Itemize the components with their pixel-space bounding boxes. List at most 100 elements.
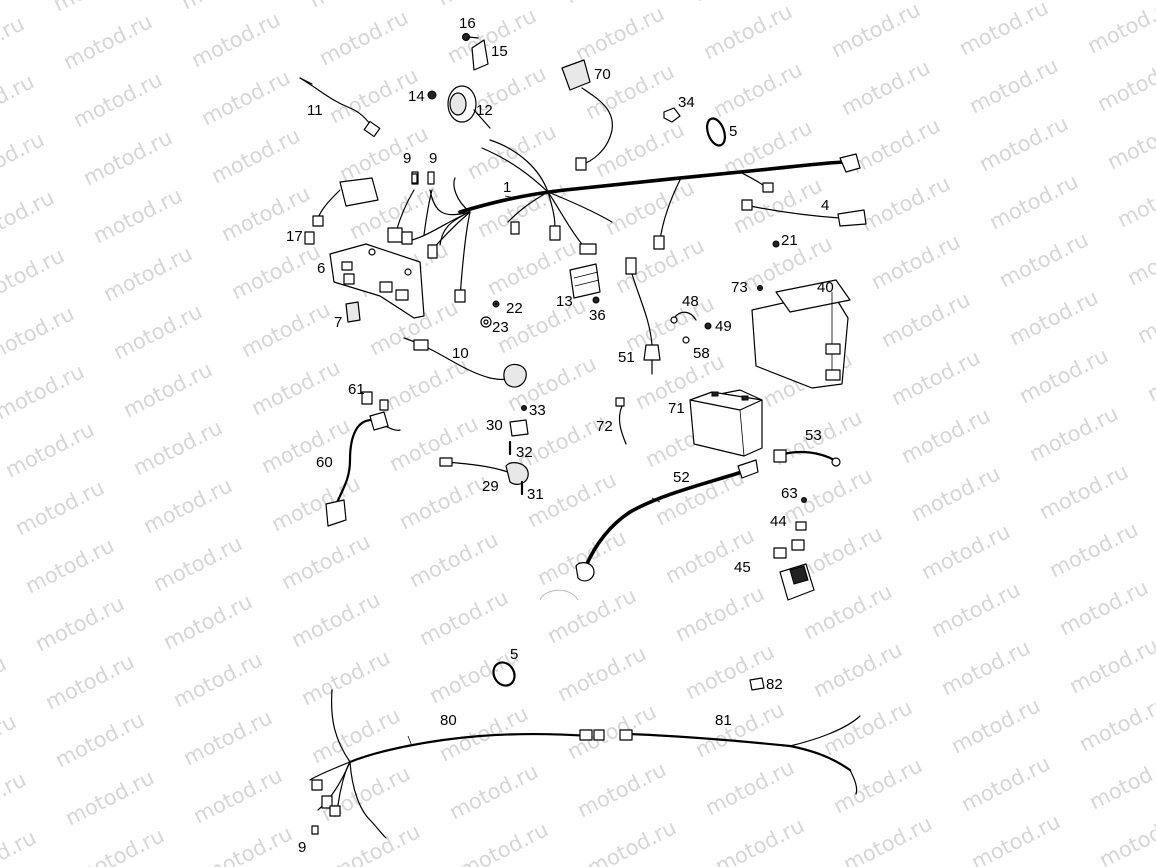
callout-31: 31 — [527, 486, 544, 503]
watermark-text: motod.ru — [1113, 167, 1156, 232]
part-21-screw — [772, 240, 780, 248]
watermark-text: motod.ru — [455, 817, 552, 867]
callout-7: 7 — [334, 314, 342, 331]
callout-23: 23 — [492, 319, 509, 336]
watermark-text: motod.ru — [837, 55, 934, 120]
watermark-text: motod.ru — [1005, 285, 1102, 350]
watermark-text: motod.ru — [0, 651, 10, 716]
part-40-battery-box — [751, 279, 851, 389]
watermark-text: motod.ru — [21, 533, 118, 598]
part-15-bracket — [471, 39, 489, 71]
callout-14: 14 — [408, 88, 425, 105]
watermark-text: motod.ru — [0, 185, 58, 250]
watermark-text: motod.ru — [79, 125, 176, 190]
watermark-text: motod.ru — [897, 403, 994, 468]
part-10-switch-lead — [403, 337, 527, 388]
callout-12: 12 — [476, 102, 493, 119]
callout-44: 44 — [770, 513, 787, 530]
watermark-text: motod.ru — [827, 0, 924, 62]
callout-45: 45 — [734, 559, 751, 576]
callout-53: 53 — [805, 427, 822, 444]
ignition-coil — [312, 177, 379, 227]
callout-9-bottom: 9 — [298, 839, 306, 856]
callout-4: 4 — [821, 197, 829, 214]
callout-9-left: 9 — [403, 150, 411, 167]
watermark-text: motod.ru — [189, 763, 286, 828]
callout-58: 58 — [693, 345, 710, 362]
watermark-text: motod.ru — [267, 471, 364, 536]
part-49-screw — [704, 322, 712, 330]
watermark-text: motod.ru — [563, 699, 660, 764]
callout-61: 61 — [348, 381, 365, 398]
callout-73: 73 — [731, 279, 748, 296]
watermark-text: motod.ru — [179, 705, 276, 770]
watermark-text: motod.ru — [0, 767, 30, 832]
watermark-text: motod.ru — [89, 183, 186, 248]
part-23-grommet — [480, 316, 492, 328]
callout-81: 81 — [715, 712, 732, 729]
part-4-lead — [741, 199, 867, 227]
callout-34: 34 — [678, 94, 695, 111]
watermark-text: motod.ru — [433, 0, 530, 10]
watermark-text: motod.ru — [1093, 51, 1156, 116]
watermark-text: motod.ru — [257, 413, 354, 478]
callout-82: 82 — [766, 676, 783, 693]
watermark-text: motod.ru — [583, 815, 680, 867]
watermark-text: motod.ru — [99, 241, 196, 306]
watermark-text: motod.ru — [395, 469, 492, 534]
part-48-lead — [670, 311, 697, 324]
watermark-text: motod.ru — [445, 759, 542, 824]
watermark-text: motod.ru — [1, 417, 98, 482]
watermark-text: motod.ru — [109, 299, 206, 364]
watermark-text: motod.ru — [31, 591, 128, 656]
watermark-text: motod.ru — [129, 415, 226, 480]
watermark-text: motod.ru — [1083, 0, 1156, 58]
watermark-text: motod.ru — [1025, 401, 1122, 466]
watermark-text: motod.ru — [0, 127, 48, 192]
watermark-text: motod.ru — [227, 239, 324, 304]
callout-60: 60 — [316, 454, 333, 471]
watermark-text: motod.ru — [877, 287, 974, 352]
callout-49: 49 — [715, 318, 732, 335]
callout-48: 48 — [682, 293, 699, 310]
watermark-text: motod.ru — [119, 357, 216, 422]
watermark-text: motod.ru — [711, 813, 808, 867]
part-58-washer — [682, 336, 690, 344]
part-29-switch-lead — [439, 457, 529, 485]
part-72-strap — [615, 397, 627, 445]
callout-30: 30 — [486, 417, 503, 434]
watermark-text: motod.ru — [937, 635, 1034, 700]
part-13-regulator — [569, 263, 601, 299]
watermark-text: motod.ru — [947, 693, 1044, 758]
watermark-text: motod.ru — [1015, 343, 1112, 408]
part-7-relay — [345, 301, 361, 323]
watermark-text: motod.ru — [985, 169, 1082, 234]
callout-63: 63 — [781, 485, 798, 502]
watermark-text: motod.ru — [41, 649, 138, 714]
callout-6: 6 — [317, 260, 325, 277]
watermark-text: motod.ru — [857, 171, 954, 236]
watermark-text: motod.ru — [867, 229, 964, 294]
watermark-text: motod.ru — [829, 753, 926, 818]
part-6-bracket — [329, 243, 425, 319]
watermark-text: motod.ru — [169, 647, 266, 712]
part-12-horn — [447, 85, 491, 129]
watermark-text: motod.ru — [1075, 691, 1156, 756]
watermark-text: motod.ru — [71, 823, 168, 867]
part-44-fuse — [791, 521, 807, 551]
watermark-text: motod.ru — [287, 587, 384, 652]
watermark-text: motod.ru — [1085, 749, 1156, 814]
part-81-harness — [619, 715, 861, 795]
part-60-lead — [325, 411, 401, 527]
watermark-text: motod.ru — [0, 243, 68, 308]
watermark-text: motod.ru — [11, 475, 108, 540]
watermark-text: motod.ru — [405, 527, 502, 592]
part-14-screw — [427, 90, 437, 100]
part-34-nut — [663, 107, 681, 123]
part-5-clip-upper — [705, 117, 727, 147]
watermark-text: motod.ru — [177, 0, 274, 14]
watermark-text: motod.ru — [187, 7, 284, 72]
part-61-cap — [361, 391, 389, 411]
part-22-screw — [492, 300, 500, 308]
